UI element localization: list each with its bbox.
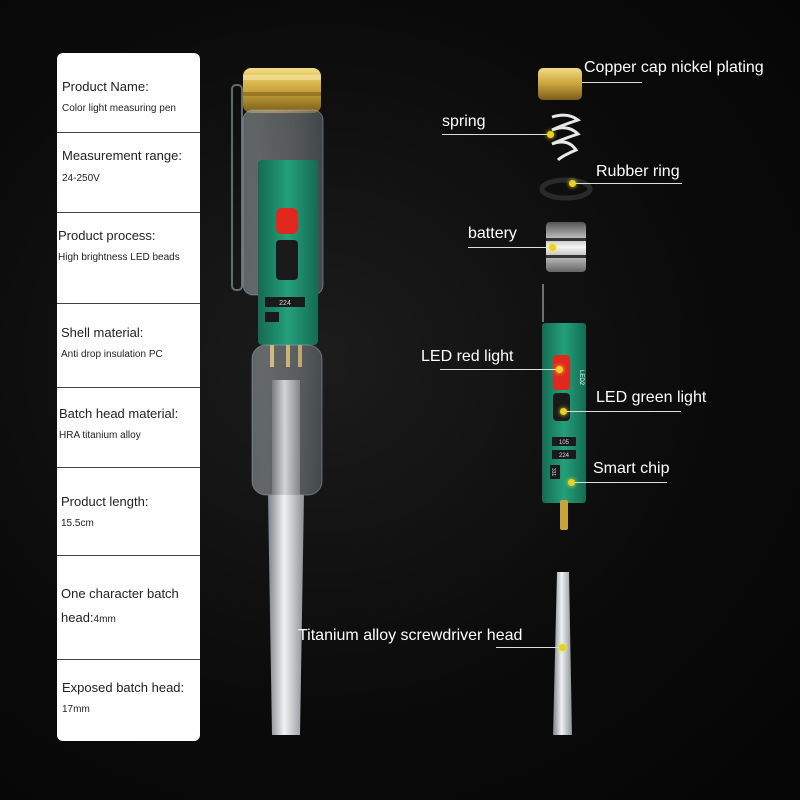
leader-line bbox=[582, 82, 642, 83]
part-battery-seam bbox=[546, 238, 586, 241]
spec-value: High brightness LED beads bbox=[58, 252, 180, 263]
spec-row-batch-head: One character batch head:4mm bbox=[57, 556, 200, 660]
part-chip bbox=[552, 437, 576, 446]
part-spring bbox=[551, 113, 582, 162]
part-battery-seam bbox=[546, 255, 586, 258]
spec-value: HRA titanium alloy bbox=[59, 430, 141, 441]
pen-cap-ridge bbox=[243, 75, 321, 80]
pen-chip bbox=[265, 297, 305, 307]
spec-label: Product Name: bbox=[62, 79, 149, 94]
pen-clip bbox=[231, 84, 243, 291]
marker-dot bbox=[560, 408, 567, 415]
spec-value: 17mm bbox=[62, 704, 90, 715]
spec-row-product-name: Product Name: Color light measuring pen bbox=[57, 53, 200, 133]
marker-dot bbox=[569, 180, 576, 187]
pen-shaft bbox=[272, 380, 300, 500]
spec-value: 15.5cm bbox=[61, 518, 94, 529]
marker-dot bbox=[559, 644, 566, 651]
spec-row-product-length: Product length: 15.5cm bbox=[57, 468, 200, 556]
spec-row-measurement-range: Measurement range: 24-250V bbox=[57, 133, 200, 213]
part-screwdriver-blade bbox=[553, 572, 572, 735]
pen-cap bbox=[243, 68, 321, 113]
spec-value: Anti drop insulation PC bbox=[61, 349, 163, 360]
leader-line bbox=[442, 134, 550, 135]
label-screwdriver-head: Titanium alloy screwdriver head bbox=[298, 627, 523, 644]
leader-line bbox=[440, 369, 558, 370]
part-chip bbox=[552, 450, 576, 459]
leader-line bbox=[572, 482, 667, 483]
spec-label: Exposed batch head: bbox=[62, 680, 185, 695]
marker-dot bbox=[549, 244, 556, 251]
part-pcb-led-green bbox=[553, 393, 570, 421]
part-chip bbox=[550, 465, 560, 479]
leader-line bbox=[496, 647, 562, 648]
pen-cap-ridge bbox=[243, 92, 321, 96]
label-spring: spring bbox=[442, 113, 486, 130]
label-led-green: LED green light bbox=[596, 389, 707, 406]
leader-line bbox=[572, 183, 682, 184]
spec-label: One character batch bbox=[61, 586, 179, 601]
spec-label: Batch head material: bbox=[59, 406, 179, 421]
chip-mark: 331 bbox=[550, 468, 556, 477]
spec-row-batch-head-material: Batch head material: HRA titanium alloy bbox=[57, 388, 200, 468]
spec-row-product-process: Product process: High brightness LED bea… bbox=[57, 213, 200, 304]
spec-value: 4mm bbox=[93, 614, 116, 625]
spec-row-exposed-batch-head: Exposed batch head: 17mm bbox=[57, 660, 200, 741]
marker-dot bbox=[556, 366, 563, 373]
pen-blade bbox=[268, 495, 304, 735]
label-led-red: LED red light bbox=[421, 348, 514, 365]
part-battery bbox=[546, 222, 586, 272]
pcb-led-label: LED2 bbox=[578, 370, 584, 386]
part-pcb-led-red bbox=[553, 355, 570, 390]
leader-line bbox=[563, 411, 681, 412]
label-battery: battery bbox=[468, 225, 517, 242]
leader-line bbox=[468, 247, 552, 248]
spec-value: Color light measuring pen bbox=[62, 103, 176, 114]
part-copper-cap bbox=[538, 68, 582, 100]
spec-label: Product process: bbox=[58, 228, 156, 243]
label-rubber-ring: Rubber ring bbox=[596, 163, 680, 180]
spec-panel: Product Name: Color light measuring pen … bbox=[57, 53, 200, 741]
part-rubber-ring bbox=[539, 177, 593, 201]
spec-label: Measurement range: bbox=[62, 148, 182, 163]
chip-mark: 105 bbox=[559, 440, 570, 446]
pen-chip-mark: 224 bbox=[279, 300, 291, 307]
spec-label-line2: head:4mm bbox=[61, 610, 116, 625]
marker-dot bbox=[568, 479, 575, 486]
pen-chip bbox=[265, 312, 279, 322]
spec-label: Product length: bbox=[61, 494, 149, 509]
label-copper-cap: Copper cap nickel plating bbox=[584, 59, 764, 76]
chip-mark: 224 bbox=[559, 453, 570, 459]
part-contact bbox=[560, 500, 568, 530]
marker-dot bbox=[547, 131, 554, 138]
pen-led-red bbox=[276, 208, 298, 234]
spec-label-cont: head: bbox=[61, 610, 94, 625]
spec-row-shell-material: Shell material: Anti drop insulation PC bbox=[57, 304, 200, 388]
spec-value: 24-250V bbox=[62, 173, 100, 184]
assembled-pen: 224 bbox=[231, 68, 324, 735]
spec-label: Shell material: bbox=[61, 325, 144, 340]
pen-led-dark bbox=[276, 240, 298, 280]
label-smart-chip: Smart chip bbox=[593, 460, 670, 477]
exploded-parts: LED2 105 224 331 bbox=[538, 68, 593, 735]
